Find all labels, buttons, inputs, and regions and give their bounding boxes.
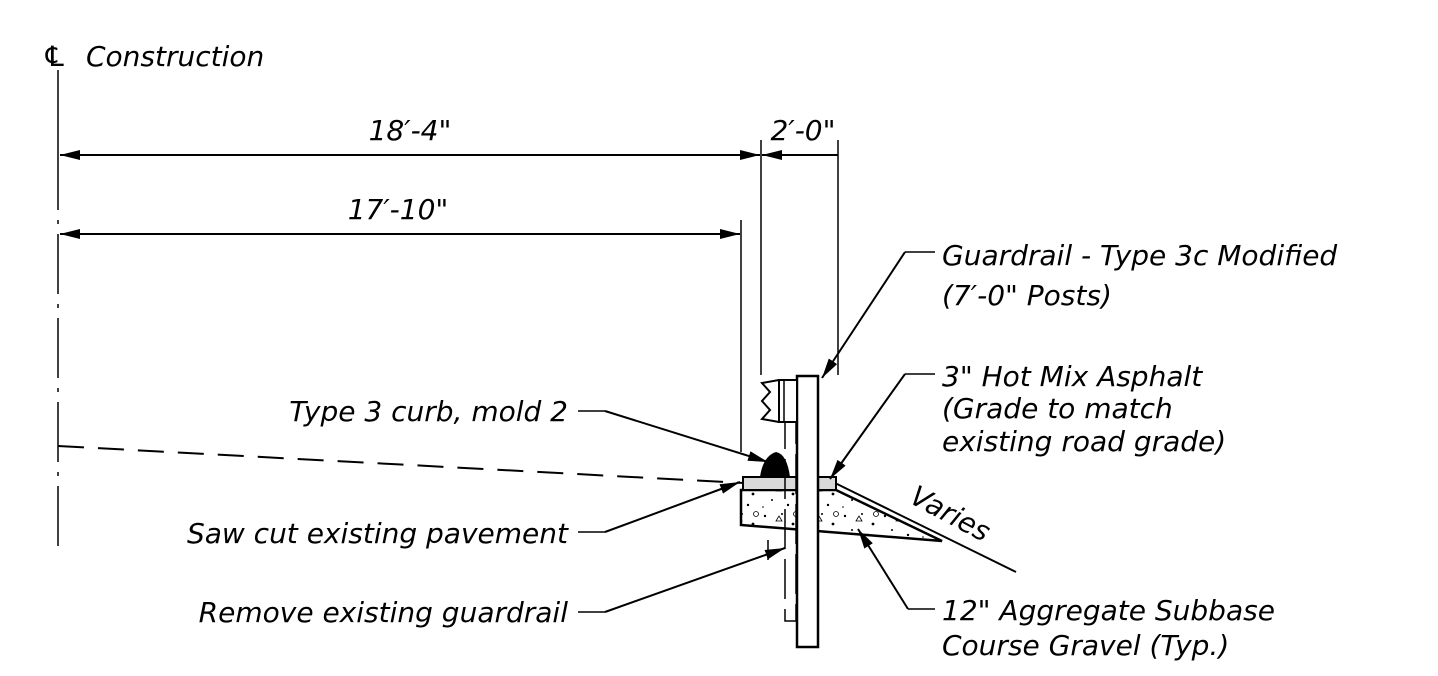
guardrail-rail bbox=[760, 379, 798, 423]
leaders bbox=[578, 251, 935, 613]
subbase-callout-line2: Course Gravel (Typ.) bbox=[942, 629, 1229, 662]
dimension-outer: 18′-4" bbox=[60, 114, 760, 160]
existing-grade-line bbox=[57, 445, 744, 484]
sawcut-callout: Saw cut existing pavement bbox=[187, 517, 569, 550]
side-slope-line bbox=[834, 482, 1017, 573]
curb-callout: Type 3 curb, mold 2 bbox=[289, 395, 568, 428]
asphalt-callout-line2: (Grade to match bbox=[942, 392, 1173, 425]
guardrail-callout-line1: Guardrail - Type 3c Modified bbox=[942, 239, 1337, 272]
guardrail-callout-line2: (7′-0" Posts) bbox=[942, 279, 1112, 312]
centerline-symbol: ℄ bbox=[42, 40, 67, 73]
remove-guardrail-callout: Remove existing guardrail bbox=[199, 596, 569, 629]
extension-lines bbox=[740, 140, 839, 452]
guardrail-post bbox=[795, 374, 820, 649]
subbase-callout-line1: 12" Aggregate Subbase bbox=[942, 594, 1275, 627]
dimension-inner: 17′-10" bbox=[60, 193, 740, 239]
centerline-label: Construction bbox=[86, 40, 264, 73]
dimension-inner-label: 17′-10" bbox=[348, 193, 449, 226]
dimension-post-offset: 2′-0" bbox=[762, 114, 838, 160]
centerline: ℄ Construction bbox=[42, 40, 264, 610]
dimension-outer-label: 18′-4" bbox=[369, 114, 452, 147]
asphalt-layer bbox=[742, 476, 837, 491]
dimension-post-offset-label: 2′-0" bbox=[771, 114, 836, 147]
asphalt-callout-line1: 3" Hot Mix Asphalt bbox=[942, 360, 1203, 393]
asphalt-callout-line3: existing road grade) bbox=[942, 425, 1226, 458]
